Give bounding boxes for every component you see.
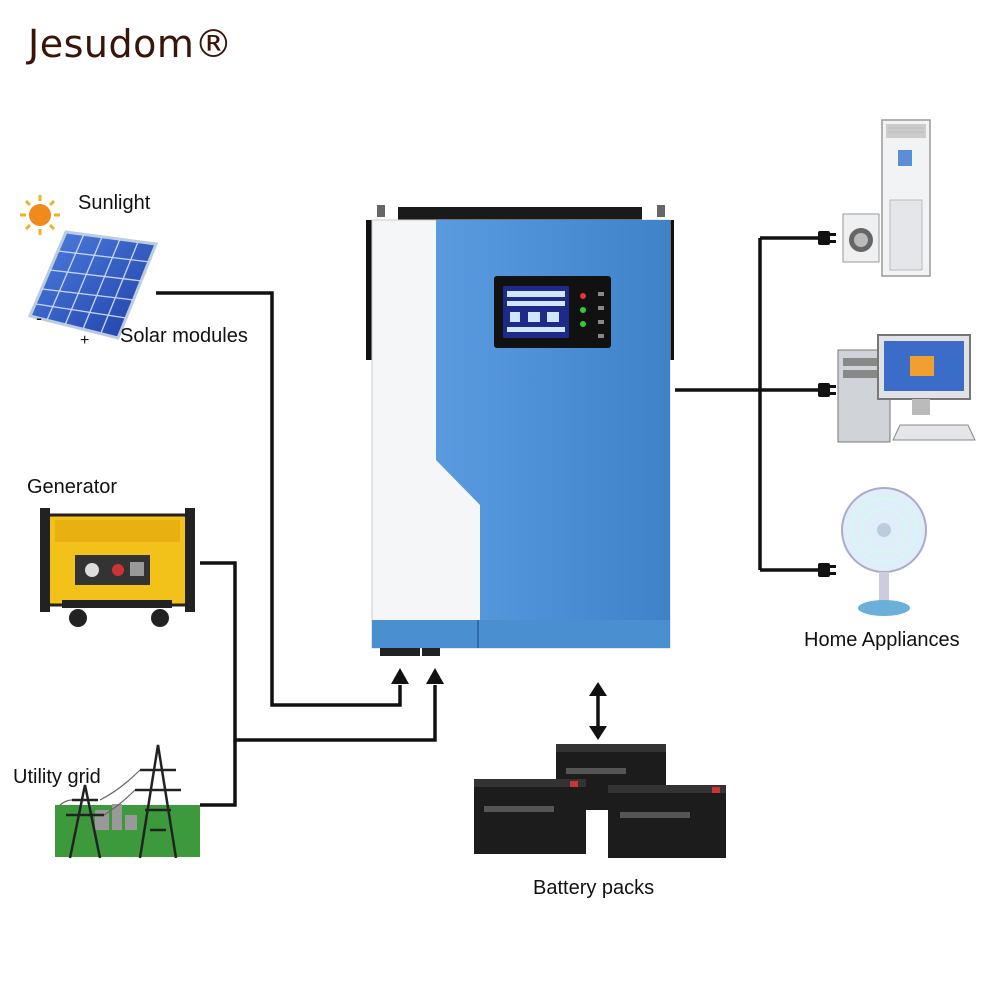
solar-modules-label: Solar modules (120, 325, 248, 347)
utility-grid-icon (55, 744, 200, 859)
computer-icon (837, 334, 976, 443)
brand-logo: Jesudom® (28, 22, 233, 66)
minus-sign-label: - (36, 308, 42, 328)
plug-icons (818, 231, 836, 577)
plug-icon (818, 383, 836, 397)
plug-icon (818, 231, 836, 245)
generator-icon (40, 508, 195, 627)
solar-wire (156, 291, 402, 707)
sun-icon (20, 195, 60, 235)
battery-packs-icon (474, 744, 726, 858)
generator-label: Generator (27, 476, 118, 498)
air-conditioner-icon (842, 119, 931, 277)
battery-icon (474, 779, 586, 854)
sunlight-label: Sunlight (78, 192, 151, 214)
home-appliances-label: Home Appliances (804, 629, 960, 651)
fan-icon (841, 487, 927, 616)
battery-icon (608, 785, 726, 858)
wiring (156, 236, 820, 807)
solar-panel-icon (27, 230, 159, 340)
plug-icon (818, 563, 836, 577)
plus-sign-label: + (80, 332, 90, 349)
grid-wire (200, 740, 237, 807)
battery-double-arrow-icon (589, 682, 607, 740)
battery-packs-label: Battery packs (533, 877, 655, 899)
utility-grid-label: Utility grid (13, 766, 101, 788)
input-arrows (391, 668, 444, 684)
arrow-up-icon (391, 668, 409, 684)
lcd-display (494, 276, 611, 348)
arrow-up-icon (426, 668, 444, 684)
inverter-unit (366, 205, 674, 656)
